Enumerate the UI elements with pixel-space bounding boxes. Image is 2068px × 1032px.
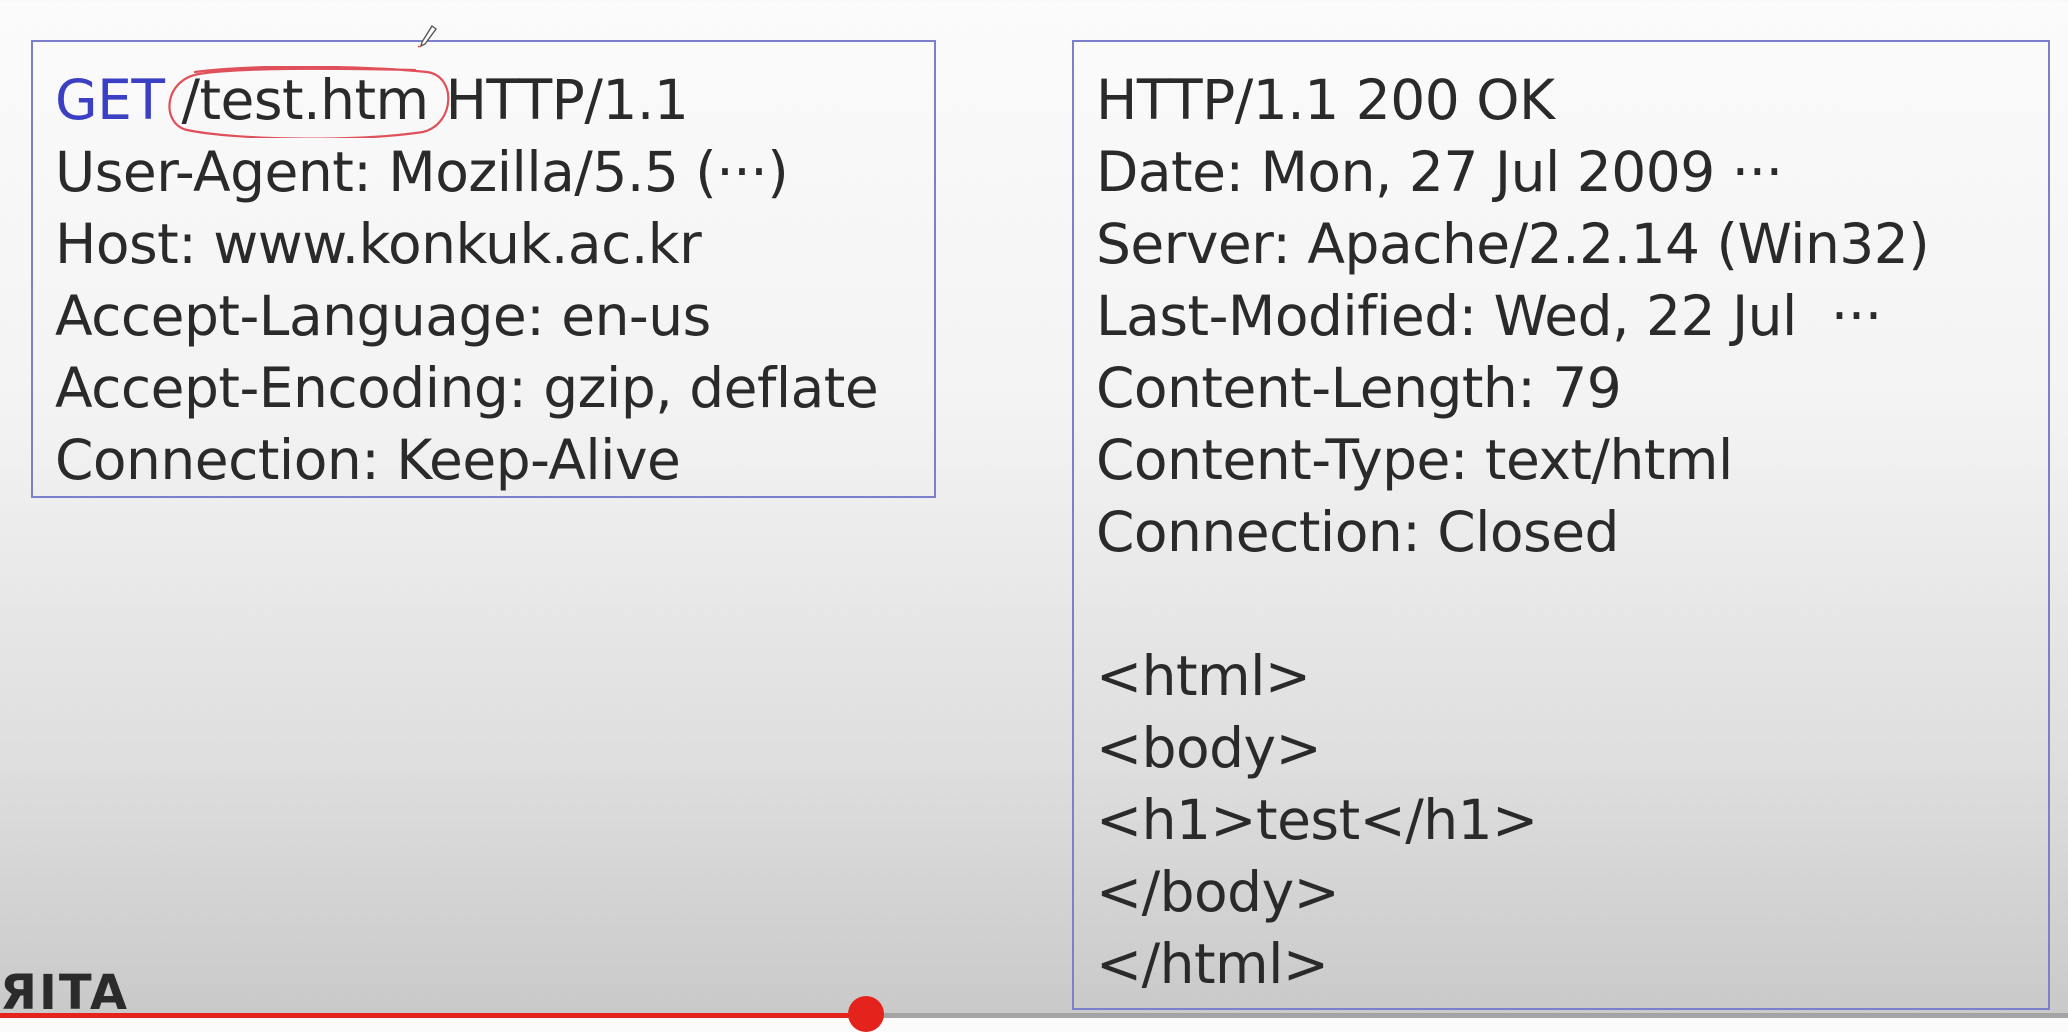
video-progress-bar[interactable] xyxy=(0,1013,2068,1018)
video-progress-fill xyxy=(0,1013,867,1018)
response-header-line: Connection: Closed xyxy=(1096,500,1619,564)
video-progress-handle[interactable] xyxy=(848,996,885,1032)
http-response-box: HTTP/1.1 200 OK Date: Mon, 27 Jul 2009 ··… xyxy=(1072,40,2050,1010)
channel-logo: ЯITA xyxy=(0,965,129,1021)
response-header-line: Last-Modified: Wed, 22 Jul ··· xyxy=(1096,284,1882,348)
request-line: GET /test.htm HTTP/1.1 xyxy=(55,64,934,138)
request-header-line: User-Agent: Mozilla/5.5 (···) xyxy=(55,140,789,204)
request-header-line: Accept-Encoding: gzip, deflate xyxy=(55,356,879,420)
http-request-box: GET /test.htm HTTP/1.1 User-Agent: Mozil… xyxy=(31,40,936,498)
request-version: HTTP/1.1 xyxy=(445,68,689,132)
response-body: <html> <body> <h1>test</h1> </body> </html> xyxy=(1096,640,2048,1000)
header-body-separator xyxy=(1096,568,2048,640)
request-path: /test.htm xyxy=(168,64,450,138)
response-header-line: HTTP/1.1 200 OK xyxy=(1096,68,1555,132)
response-body-line: <html> xyxy=(1096,644,1311,708)
pen-cursor-icon xyxy=(418,24,437,48)
response-body-line: <body> xyxy=(1096,716,1322,780)
request-headers: User-Agent: Mozilla/5.5 (···) Host: www.k… xyxy=(55,136,934,496)
response-body-line: <h1>test</h1> xyxy=(1096,788,1538,852)
request-header-line: Connection: Keep-Alive xyxy=(55,428,681,492)
request-method: GET xyxy=(55,68,165,132)
response-body-line: </html> xyxy=(1096,932,1329,996)
response-header-line: Date: Mon, 27 Jul 2009 ··· xyxy=(1096,140,1783,204)
request-header-line: Host: www.konkuk.ac.kr xyxy=(55,212,702,276)
response-header-line: Content-Type: text/html xyxy=(1096,428,1733,492)
request-path-text: /test.htm xyxy=(181,68,429,132)
response-body-line: </body> xyxy=(1096,860,1340,924)
response-header-line: Content-Length: 79 xyxy=(1096,356,1622,420)
response-header-line: Server: Apache/2.2.14 (Win32) xyxy=(1096,212,1930,276)
request-header-line: Accept-Language: en-us xyxy=(55,284,711,348)
response-headers: HTTP/1.1 200 OK Date: Mon, 27 Jul 2009 ··… xyxy=(1096,64,2048,568)
